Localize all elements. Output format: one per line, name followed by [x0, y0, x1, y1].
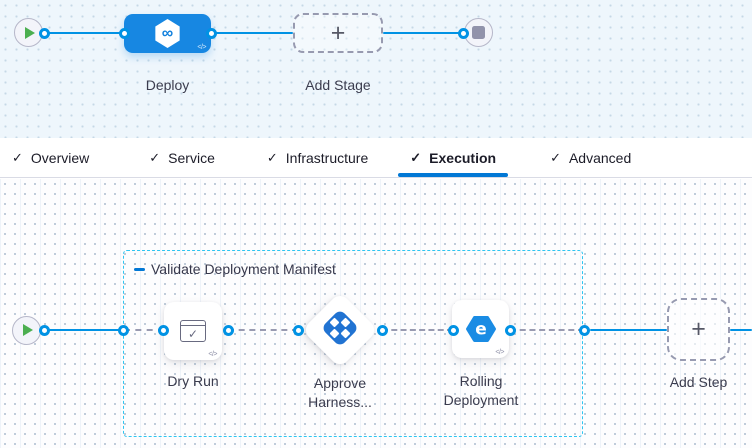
step-label-line: Rolling: [459, 373, 503, 389]
add-stage-label: Add Stage: [305, 77, 371, 93]
connector-port[interactable]: [222, 324, 234, 336]
infinity-glyph: ∞: [161, 24, 174, 42]
step-label-dry-run: Dry Run: [167, 373, 219, 389]
tab-execution[interactable]: ✓ Execution: [398, 138, 508, 177]
connector-port[interactable]: [118, 27, 130, 39]
tab-label: Advanced: [568, 149, 632, 166]
connector-port[interactable]: [292, 324, 304, 336]
tab-advanced[interactable]: ✓ Advanced: [538, 138, 643, 177]
tab-label: Service: [168, 149, 215, 166]
plus-icon: +: [691, 315, 706, 343]
stop-icon: [471, 26, 485, 39]
step-connector-line: [49, 328, 124, 332]
rolling-glyph: e: [475, 320, 487, 340]
harness-approval-icon[interactable]: [320, 308, 360, 348]
connector-port[interactable]: [458, 27, 469, 39]
connector-port[interactable]: [205, 27, 217, 39]
step-connector-dashed: [510, 329, 584, 331]
execution-start-node[interactable]: [12, 315, 41, 345]
connector-port[interactable]: [376, 324, 388, 336]
dry-run-check-glyph: ✓: [187, 326, 199, 341]
step-label-line: Deployment: [443, 392, 519, 408]
stage-node-deploy[interactable]: ∞ </>: [124, 14, 211, 53]
execution-canvas: Validate Deployment Manifest ✓ </>: [0, 179, 752, 448]
step-rolling-deployment[interactable]: e </>: [452, 300, 509, 358]
step-dry-run[interactable]: ✓ </>: [164, 302, 222, 360]
step-label-line: Approve: [313, 375, 367, 391]
add-step-label: Add Step: [669, 374, 728, 390]
tab-overview[interactable]: ✓ Overview: [0, 138, 101, 177]
connector-port[interactable]: [39, 324, 50, 336]
stage-connector-line: [46, 31, 124, 35]
step-label-rolling: Rolling Deployment: [426, 372, 536, 410]
add-stage-button[interactable]: +: [293, 13, 383, 53]
connector-port[interactable]: [447, 324, 459, 336]
dry-run-icon-bar: [181, 325, 205, 326]
collapse-icon[interactable]: [134, 267, 145, 271]
step-connector-dashed: [382, 329, 453, 331]
step-connector-dashed: [124, 329, 164, 331]
check-icon: ✓: [12, 149, 23, 165]
step-label-line: Harness...: [308, 394, 372, 410]
code-view-icon[interactable]: </>: [495, 349, 504, 356]
dry-run-icon: ✓: [180, 320, 206, 342]
rolling-deployment-icon: e: [464, 314, 498, 344]
stage-config-tabs: ✓ Overview ✓ Service ✓ Infrastructure ✓ …: [0, 138, 752, 178]
check-icon: ✓: [410, 149, 422, 165]
play-icon: [25, 26, 35, 39]
add-step-button[interactable]: +: [667, 298, 730, 361]
check-icon: ✓: [266, 149, 278, 165]
code-view-icon[interactable]: </>: [197, 44, 206, 51]
stage-label: Deploy: [145, 77, 190, 93]
code-view-icon[interactable]: </>: [208, 351, 217, 358]
step-label-approval: Approve Harness...: [294, 374, 386, 412]
tab-service[interactable]: ✓ Service: [137, 138, 227, 177]
play-icon: [23, 324, 33, 336]
stage-connector-line: [211, 31, 293, 35]
connector-port[interactable]: [158, 324, 169, 336]
tab-infrastructure[interactable]: ✓ Infrastructure: [255, 138, 380, 177]
stage-connector-line: [383, 31, 464, 35]
tab-label: Execution: [429, 149, 497, 166]
step-connector-dashed: [228, 329, 298, 331]
step-group-label: Validate Deployment Manifest: [151, 261, 336, 277]
step-connector-line: [730, 328, 752, 332]
harness-cd-icon: ∞: [155, 19, 180, 48]
step-group-container[interactable]: [123, 250, 583, 437]
step-group-header[interactable]: Validate Deployment Manifest: [134, 261, 336, 277]
step-connector-line: [590, 328, 667, 332]
stage-canvas: ∞ </> Deploy + Add Stage: [0, 0, 752, 138]
connector-port[interactable]: [504, 324, 516, 336]
connector-port[interactable]: [118, 324, 129, 336]
pipeline-start-node[interactable]: [14, 18, 43, 47]
check-icon: ✓: [550, 149, 561, 165]
plus-icon: +: [330, 18, 346, 47]
check-icon: ✓: [149, 149, 161, 165]
connector-port[interactable]: [578, 324, 590, 336]
connector-port[interactable]: [39, 27, 50, 39]
tab-label: Overview: [30, 149, 90, 166]
tab-label: Infrastructure: [285, 149, 369, 166]
